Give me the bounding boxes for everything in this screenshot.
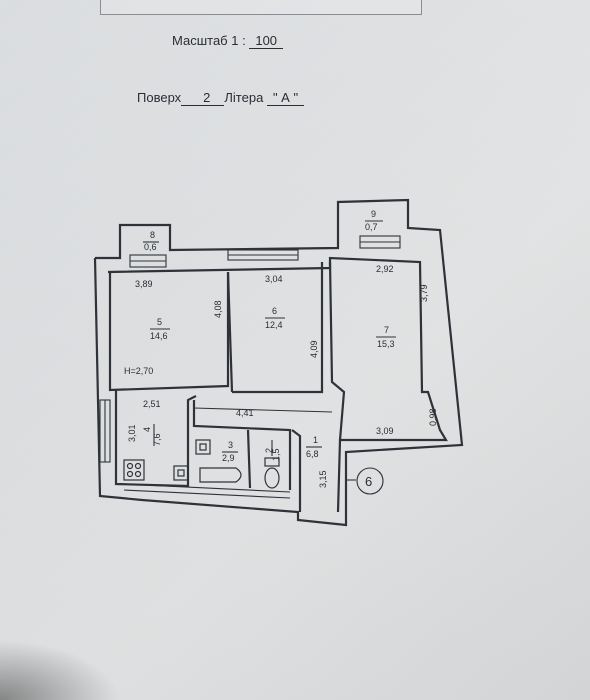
room-8-area: 0,6 — [144, 242, 157, 252]
toilet-icon — [264, 457, 280, 467]
room-8-num: 8 — [150, 230, 155, 240]
floor-value: 2 — [181, 90, 225, 106]
room-labels: 8 0,6 9 0,7 5 14,6 6 12,4 7 15,3 4 7,6 3… — [142, 209, 396, 463]
bathtub-icon — [199, 467, 242, 483]
dim-4-41: 4,41 — [236, 408, 254, 418]
litera-label: Літера — [224, 90, 264, 105]
room-9-area: 0,7 — [365, 222, 378, 232]
dim-3-04: 3,04 — [265, 274, 283, 284]
top-stamp-frame — [100, 0, 422, 15]
section-mark: 6 — [346, 467, 384, 495]
dimension-labels: 3,89 4,08 3,04 4,09 2,92 3,79 2,51 4,41 … — [124, 264, 438, 488]
room-4-area: 7,6 — [152, 433, 162, 446]
dim-2-92: 2,92 — [376, 264, 394, 274]
fixtures — [123, 439, 280, 489]
litera-value: " А " — [266, 90, 305, 106]
ceiling-height: Н=2,70 — [124, 366, 153, 376]
washbasin-icon — [195, 439, 211, 455]
dim-3-89: 3,89 — [135, 279, 153, 289]
shadow-corner — [0, 640, 120, 700]
room-5-num: 5 — [157, 317, 162, 327]
section-mark-number: 6 — [365, 474, 372, 489]
dim-3-09: 3,09 — [376, 426, 394, 436]
room-6-area: 12,4 — [265, 320, 283, 330]
room-2-num: 2 — [264, 448, 274, 453]
stove-icon — [123, 459, 145, 481]
outer-walls — [93, 198, 464, 527]
room-9-num: 9 — [371, 209, 376, 219]
dim-3-01: 3,01 — [127, 424, 137, 442]
room-1-area: 6,8 — [306, 449, 319, 459]
dim-0-98: 0,98 — [428, 408, 438, 426]
room-6-num: 6 — [272, 306, 277, 316]
scale-number: 100 — [249, 33, 284, 49]
room-4-num: 4 — [142, 427, 152, 432]
dim-4-08: 4,08 — [213, 300, 223, 318]
dim-3-15: 3,15 — [318, 470, 328, 488]
room-3-area: 2,9 — [222, 453, 235, 463]
scale-label: Масштаб — [172, 33, 228, 48]
dim-2-51: 2,51 — [143, 399, 161, 409]
room-5-area: 14,6 — [150, 331, 168, 341]
room-7-area: 15,3 — [377, 339, 395, 349]
scale-line: Масштаб 1 : 100 — [172, 33, 284, 49]
dim-4-09: 4,09 — [309, 340, 319, 358]
dim-3-79: 3,79 — [419, 284, 429, 302]
interior-walls — [108, 261, 346, 512]
scale-value: 1 : — [231, 33, 246, 48]
kitchen-sink-icon — [173, 465, 189, 481]
room-7-num: 7 — [384, 325, 389, 335]
room-2-area: 1,5 — [271, 448, 281, 461]
room-3-num: 3 — [228, 440, 233, 450]
room-1-num: 1 — [313, 435, 318, 445]
floor-label: Поверх — [137, 90, 182, 105]
